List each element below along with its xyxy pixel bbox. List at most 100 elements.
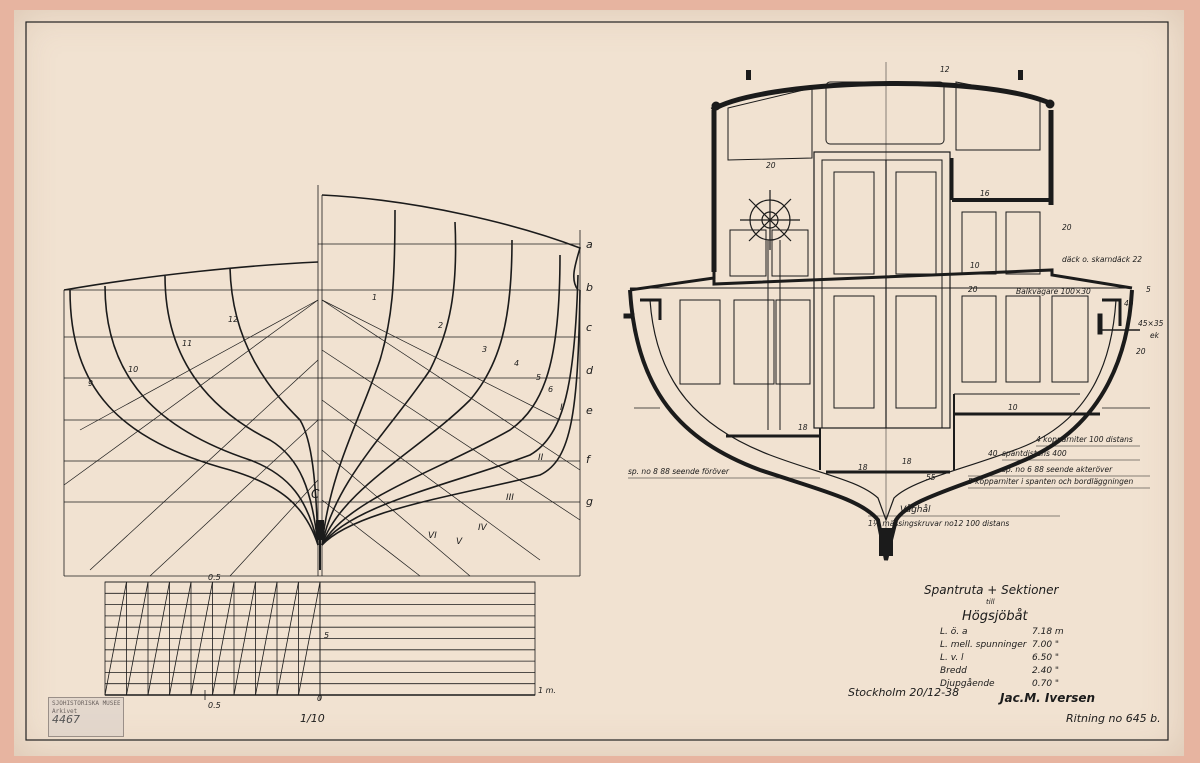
scale-diagonal xyxy=(255,581,278,696)
station-letter: e xyxy=(586,404,593,417)
drawing-number: Ritning no 645 b. xyxy=(1066,712,1161,725)
station-letters: a b c d e f g xyxy=(586,238,594,508)
title-till: till xyxy=(986,598,995,606)
stern-number: 9 xyxy=(88,379,93,388)
spant-aft-note: sp. no 6 88 seende akteröver xyxy=(1002,465,1113,474)
dim-18-b: 18 xyxy=(858,463,868,472)
dim-45: 45 xyxy=(1124,299,1134,308)
scale-diagonal xyxy=(276,581,299,696)
station-letter: b xyxy=(586,281,593,294)
section-annotations: 12 20 16 20 däck o. skarndäck 22 10 20 B… xyxy=(628,65,1164,528)
annotation-lines xyxy=(628,445,1150,517)
drawing-sheet: a b c d e f g 1 2 3 4 5 6 12 11 10 9 I I… xyxy=(14,10,1184,756)
station-letter: a xyxy=(586,238,593,251)
dim-20-center: 20 xyxy=(968,285,978,294)
scale-diagonal xyxy=(298,581,321,696)
stern-number: 12 xyxy=(228,315,238,324)
bow-number: 5 xyxy=(536,373,541,382)
stamp-number: 4467 xyxy=(52,713,80,726)
scale-zero-label: 0 xyxy=(317,694,322,703)
diagonal-labels: I II III IV V VI C xyxy=(311,403,563,547)
dim-ek: ek xyxy=(1150,331,1160,340)
diagonal-label: VI xyxy=(428,531,437,541)
spec-label: Bredd xyxy=(940,666,967,676)
station-letter: f xyxy=(586,453,592,466)
lines-plan xyxy=(63,185,581,577)
scale-diagonal xyxy=(126,581,149,696)
kopparniter-2-note: 5 kopparniter i spanten och bordläggning… xyxy=(968,477,1134,486)
bow-number: 3 xyxy=(482,345,487,354)
museum-stamp: SJÖHISTORISKA MUSEET Arkivet 4467 xyxy=(48,697,124,737)
spec-value: 7.00 " xyxy=(1032,640,1059,650)
section-numbers: 1 2 3 4 5 6 12 11 10 9 xyxy=(88,293,553,394)
massing-note: 1½ mässingskruvar no12 100 distans xyxy=(868,519,1009,528)
diagonal-label: IV xyxy=(478,523,488,533)
section-view xyxy=(623,62,1150,561)
spec-value: 0.70 " xyxy=(1032,679,1059,689)
stamp-line-1: SJÖHISTORISKA MUSEET xyxy=(52,700,120,707)
spant-forward-note: sp. no 8 88 seende föröver xyxy=(628,467,730,476)
dim-20-mm: 20 xyxy=(1136,347,1146,356)
diagonal-label: III xyxy=(506,493,514,503)
kopparniter-note: 4 kopparniter 100 distans xyxy=(1036,435,1133,444)
bow-number: 1 xyxy=(372,293,377,302)
dim-20-right: 20 xyxy=(1062,223,1072,232)
spec-label: L. mell. spunninger xyxy=(940,640,1028,650)
dim-top: 12 xyxy=(940,65,950,74)
place-date: Stockholm 20/12-38 xyxy=(848,686,959,699)
station-letter: d xyxy=(586,364,594,377)
scale-top-label: 0.5 xyxy=(208,573,221,582)
dim-cabin: 20 xyxy=(766,161,776,170)
spec-label: L. v. l xyxy=(940,653,964,663)
spec-value: 7.18 m xyxy=(1032,627,1064,637)
vaghal-note: Våghål xyxy=(900,504,931,515)
bow-number: 4 xyxy=(514,359,519,368)
balkvagare-note: Balkvägare 100×30 xyxy=(1016,287,1091,296)
diagonal-label: II xyxy=(538,453,544,463)
spec-value: 6.50 " xyxy=(1032,653,1059,663)
stamp-line-2: Arkivet xyxy=(52,708,78,715)
diagonal-label: V xyxy=(456,537,463,547)
signature: Jac.M. Iversen xyxy=(998,691,1095,705)
scale-diagonal xyxy=(233,581,256,696)
boat-name: Högsjöbåt xyxy=(962,609,1029,624)
stern-number: 11 xyxy=(182,339,192,348)
stern-number: 10 xyxy=(128,365,138,374)
scale-diagonal xyxy=(190,581,213,696)
drawing-frame xyxy=(25,21,1169,741)
title: Spantruta + Sektioner xyxy=(924,583,1059,597)
scale-labels: 0.5 5 0.5 0 1 m. 1/10 xyxy=(208,573,556,725)
title-block: Spantruta + Sektioner till Högsjöbåt L. … xyxy=(848,583,1161,725)
scale-ratio: 1/10 xyxy=(300,712,325,725)
spec-label: Djupgående xyxy=(940,678,995,689)
dim-45x35: 45×35 xyxy=(1138,319,1164,328)
bow-number: 2 xyxy=(438,321,443,330)
scale-bar xyxy=(104,581,536,700)
spec-label: L. ö. a xyxy=(940,627,967,637)
station-letter: c xyxy=(586,321,592,334)
dim-55: 55 xyxy=(926,473,936,482)
scale-left-label: 0.5 xyxy=(208,701,221,710)
dim-10-floor: 10 xyxy=(1008,403,1018,412)
dim-5: 5 xyxy=(1146,285,1151,294)
dim-40: 40 xyxy=(988,449,998,458)
spantdistans-note: spantdistans 400 xyxy=(1002,449,1067,458)
technical-drawing: a b c d e f g 1 2 3 4 5 6 12 11 10 9 I I… xyxy=(25,21,1169,741)
scale-diagonal xyxy=(169,581,192,696)
centerline-label: C xyxy=(311,487,320,501)
scale-mid-label: 5 xyxy=(324,631,329,640)
dim-10-center: 10 xyxy=(970,261,980,270)
dim-18-a: 18 xyxy=(798,423,808,432)
steering-wheel xyxy=(740,190,800,250)
scale-diagonal xyxy=(104,581,127,696)
deck-note: däck o. skarndäck 22 xyxy=(1062,255,1142,264)
scale-right-label: 1 m. xyxy=(538,686,556,695)
dim-16: 16 xyxy=(980,189,990,198)
bow-number: 6 xyxy=(548,385,553,394)
dim-18-c: 18 xyxy=(902,457,912,466)
scale-diagonal xyxy=(212,581,235,696)
spec-value: 2.40 " xyxy=(1032,666,1059,676)
diagonal-label: I xyxy=(560,403,563,413)
scale-diagonal xyxy=(147,581,170,696)
station-letter: g xyxy=(586,495,593,508)
